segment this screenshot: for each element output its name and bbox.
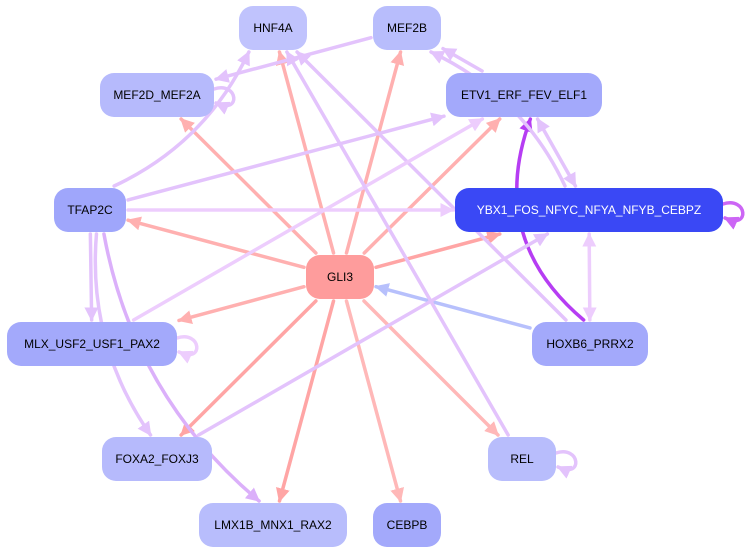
edge-gli3-to-mlx-usf2-usf1-pax2 bbox=[177, 284, 306, 324]
node-box[interactable] bbox=[306, 255, 374, 299]
node-box[interactable] bbox=[239, 6, 307, 50]
node-label: LMX1B_MNX1_RAX2 bbox=[214, 518, 332, 532]
node-cebpb[interactable]: CEBPB bbox=[373, 503, 441, 547]
edge-rel-to-hnf4a bbox=[285, 50, 510, 437]
node-label: FOXA2_FOXJ3 bbox=[115, 452, 199, 466]
edge-gli3-to-mef2b bbox=[344, 50, 405, 255]
node-ybx1-fos-nfyc-nfya-nfyb-cebpz[interactable]: YBX1_FOS_NFYC_NFYA_NFYB_CEBPZ bbox=[455, 188, 723, 232]
edge-mlx-usf2-usf1-pax2-to-etv1-erf-fev-elf1 bbox=[131, 117, 485, 322]
edge-gli3-to-rel bbox=[362, 299, 500, 437]
node-label: HOXB6_PRRX2 bbox=[546, 337, 634, 351]
node-etv1-erf-fev-elf1[interactable]: ETV1_ERF_FEV_ELF1 bbox=[446, 73, 602, 117]
node-label: GLI3 bbox=[327, 270, 353, 284]
node-label: ETV1_ERF_FEV_ELF1 bbox=[461, 88, 587, 102]
nodes-layer: HNF4A MEF2B MEF2D_MEF2A ETV1_ERF_FEV_ELF1TF… bbox=[7, 6, 723, 547]
node-box[interactable] bbox=[373, 503, 441, 547]
node-mef2d-mef2a[interactable]: MEF2D_MEF2A bbox=[100, 73, 214, 117]
node-box[interactable] bbox=[100, 73, 214, 117]
node-gli3[interactable]: GLI3 bbox=[306, 255, 374, 299]
edge-hoxb6-prrx2-to-gli3 bbox=[374, 283, 532, 330]
node-box[interactable] bbox=[102, 437, 212, 481]
node-box[interactable] bbox=[488, 437, 556, 481]
edge-tfap2c-to-hnf4a bbox=[112, 50, 251, 188]
node-hoxb6-prrx2[interactable]: HOXB6_PRRX2 bbox=[532, 322, 648, 366]
node-label: MLX_USF2_USF1_PAX2 bbox=[24, 337, 160, 351]
edge-gli3-to-tfap2c bbox=[126, 216, 306, 270]
edge-etv1-erf-fev-elf1-to-mef2b bbox=[441, 46, 484, 73]
node-box[interactable] bbox=[199, 503, 347, 547]
edge-ybx1-fos-nfyc-nfya-nfyb-cebpz-to-ybx1-fos-nfyc-nfya-nfyb-cebpz bbox=[721, 201, 745, 230]
node-label: REL bbox=[510, 452, 534, 466]
node-label: HNF4A bbox=[253, 21, 292, 35]
edge-tfap2c-to-lmx1b-mnx1-rax2 bbox=[102, 232, 261, 503]
node-label: MEF2D_MEF2A bbox=[113, 88, 200, 102]
edge-tfap2c-to-mlx-usf2-usf1-pax2 bbox=[84, 232, 99, 322]
edge-mlx-usf2-usf1-pax2-to-mlx-usf2-usf1-pax2 bbox=[175, 335, 199, 364]
edge-mef2d-mef2a-to-mef2d-mef2a bbox=[212, 86, 236, 115]
edge-gli3-to-lmx1b-mnx1-rax2 bbox=[276, 299, 336, 503]
edge-gli3-to-cebpb bbox=[344, 299, 404, 503]
node-box[interactable] bbox=[7, 322, 177, 366]
edge-rel-to-rel bbox=[554, 450, 578, 479]
node-box[interactable] bbox=[532, 322, 648, 366]
node-hnf4a[interactable]: HNF4A bbox=[239, 6, 307, 50]
node-label: MEF2B bbox=[387, 21, 427, 35]
edge-gli3-to-mef2d-mef2a bbox=[179, 117, 318, 255]
node-mef2b[interactable]: MEF2B bbox=[373, 6, 441, 50]
node-mlx-usf2-usf1-pax2[interactable]: MLX_USF2_USF1_PAX2 bbox=[7, 322, 177, 366]
node-label: CEBPB bbox=[387, 518, 428, 532]
node-tfap2c[interactable]: TFAP2C bbox=[54, 188, 126, 232]
node-foxa2-foxj3[interactable]: FOXA2_FOXJ3 bbox=[102, 437, 212, 481]
edge-tfap2c-to-etv1-erf-fev-elf1 bbox=[126, 112, 446, 202]
node-rel[interactable]: REL bbox=[488, 437, 556, 481]
node-box[interactable] bbox=[455, 188, 723, 232]
node-box[interactable] bbox=[373, 6, 441, 50]
node-box[interactable] bbox=[54, 188, 126, 232]
edge-gli3-to-foxa2-foxj3 bbox=[179, 299, 318, 437]
edge-foxa2-foxj3-to-ybx1-fos-nfyc-nfya-nfyb-cebpz bbox=[196, 232, 550, 437]
node-label: YBX1_FOS_NFYC_NFYA_NFYB_CEBPZ bbox=[477, 203, 702, 217]
node-lmx1b-mnx1-rax2[interactable]: LMX1B_MNX1_RAX2 bbox=[199, 503, 347, 547]
edge-gli3-to-ybx1-fos-nfyc-nfya-nfyb-cebpz bbox=[374, 230, 502, 270]
edge-etv1-erf-fev-elf1-to-ybx1-fos-nfyc-nfya-nfyb-cebpz bbox=[535, 117, 578, 188]
node-box[interactable] bbox=[446, 73, 602, 117]
node-label: TFAP2C bbox=[67, 203, 113, 217]
edge-hoxb6-prrx2-to-ybx1-fos-nfyc-nfya-nfyb-cebpz bbox=[582, 232, 597, 322]
edge-hoxb6-prrx2-to-hnf4a bbox=[295, 50, 568, 322]
